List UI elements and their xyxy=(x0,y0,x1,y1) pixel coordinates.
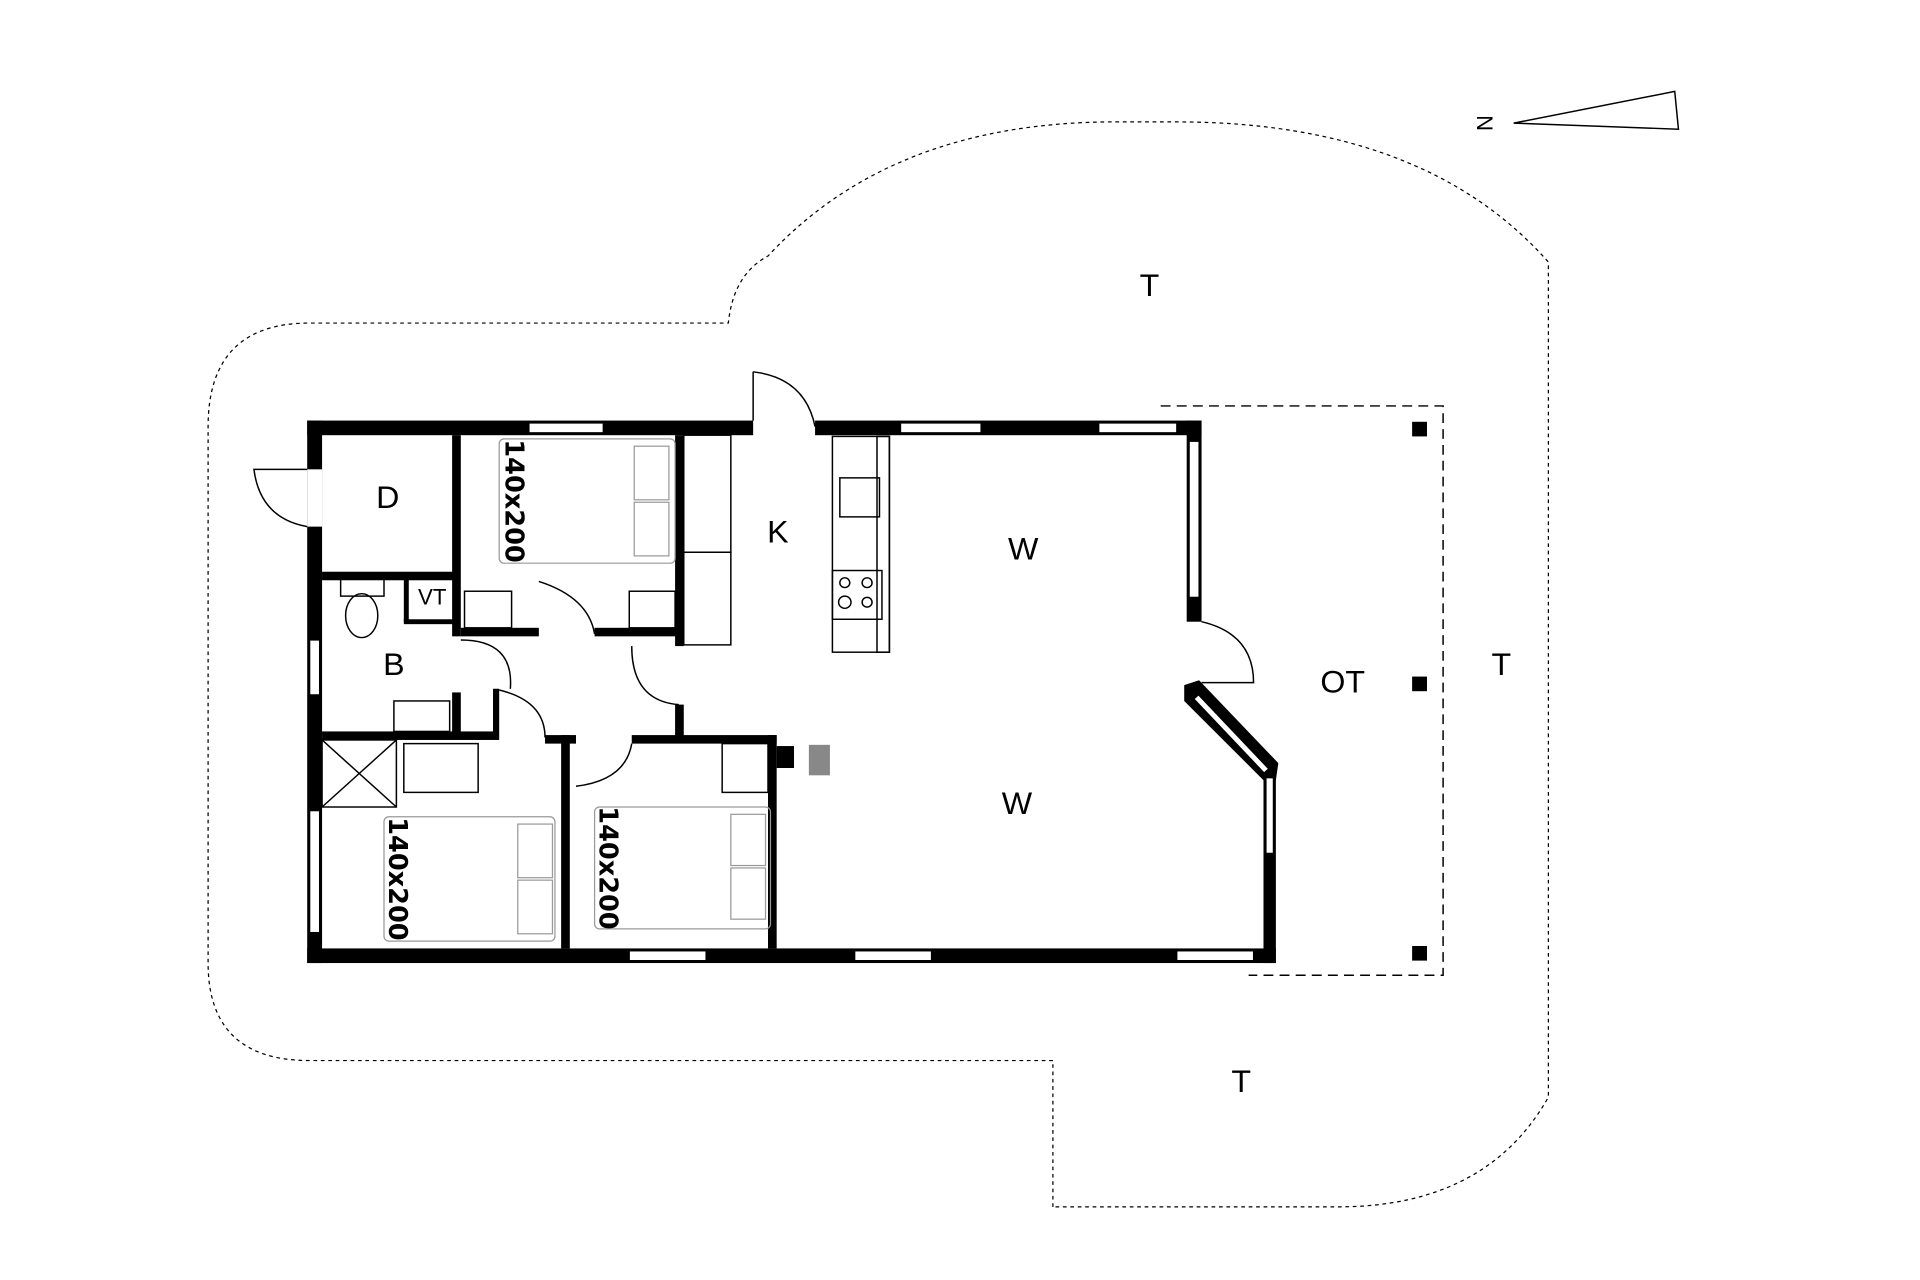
post xyxy=(1412,945,1427,961)
bed: 140x200 xyxy=(592,806,772,930)
room-label-living: W xyxy=(1002,785,1033,821)
svg-text:N: N xyxy=(1472,115,1497,131)
room-label-covered-terrace: OT xyxy=(1320,663,1365,699)
bed: 140x200 xyxy=(498,438,676,564)
svg-text:140x200: 140x200 xyxy=(498,439,528,562)
svg-text:140x200: 140x200 xyxy=(592,806,622,929)
post xyxy=(1412,421,1427,437)
covered-terrace-outline xyxy=(1160,405,1444,976)
post xyxy=(1412,676,1427,692)
svg-text:140x200: 140x200 xyxy=(382,817,412,940)
room-label-storage: D xyxy=(376,479,399,515)
room-label-terrace: T xyxy=(1231,1063,1251,1099)
terrace-outline xyxy=(207,121,1550,1208)
bed: 140x200 xyxy=(382,816,556,942)
room-label-kitchen: K xyxy=(767,514,788,550)
room-label-terrace: T xyxy=(1491,646,1511,682)
north-arrow-icon: N xyxy=(1472,90,1680,131)
room-label-bathroom: B xyxy=(383,646,404,682)
room-label-living: W xyxy=(1008,531,1039,567)
fixtures xyxy=(321,434,891,808)
room-label-utility: VT xyxy=(418,585,446,610)
door-swings xyxy=(253,371,1255,788)
room-label-terrace: T xyxy=(1140,267,1160,303)
windows xyxy=(307,422,1275,962)
